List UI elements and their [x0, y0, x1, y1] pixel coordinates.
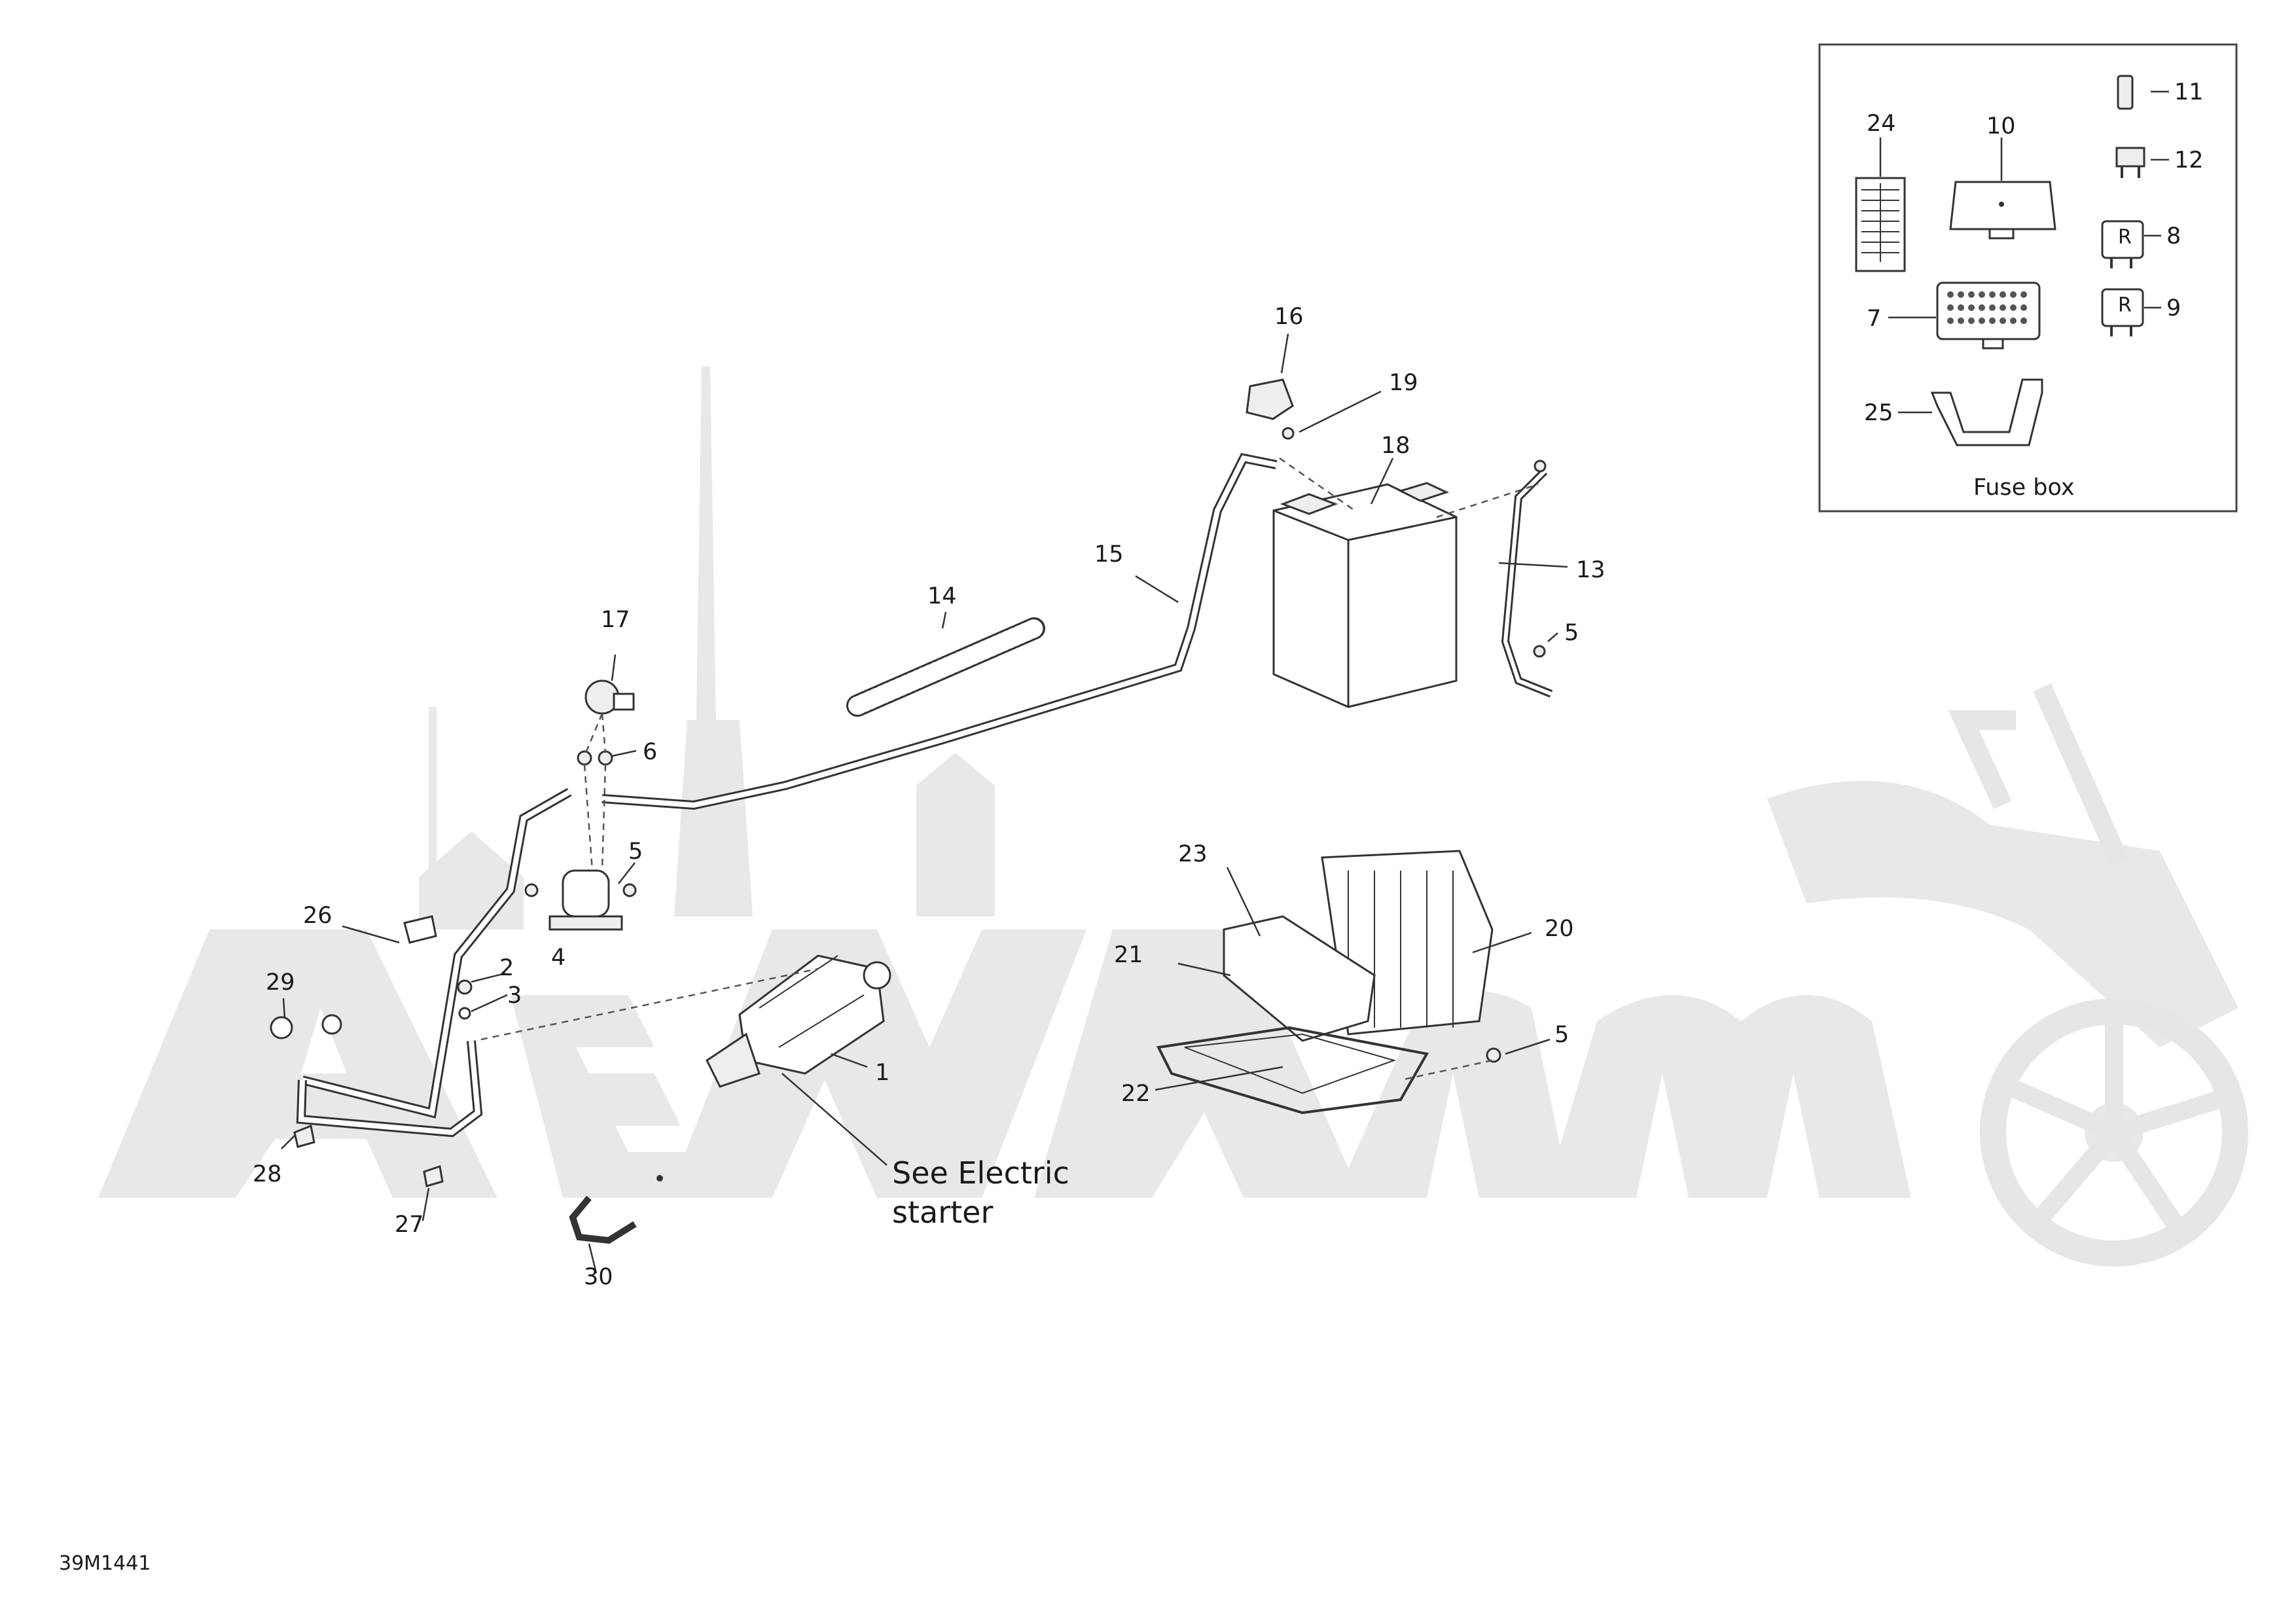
fasteners [457, 427, 1547, 1182]
watermark [98, 367, 2248, 1267]
callout-26: 26 [303, 903, 332, 929]
callout-10: 10 [1986, 113, 2016, 139]
fuse-box-title: Fuse box [1973, 475, 2075, 501]
callout-1: 1 [875, 1060, 889, 1086]
callout-14: 14 [927, 583, 957, 609]
callout-24: 24 [1867, 111, 1896, 137]
callout-6: 6 [643, 739, 657, 765]
fuse-label-sheet-24 [1855, 177, 1906, 272]
diagram-code: 39M1441 [59, 1552, 151, 1575]
callout-20: 20 [1545, 916, 1574, 942]
callout-3: 3 [507, 983, 522, 1009]
callout-29: 29 [266, 969, 295, 996]
callout-28: 28 [253, 1161, 282, 1187]
callout-13: 13 [1576, 557, 1605, 583]
callout-30: 30 [584, 1264, 613, 1290]
battery-18 [1272, 482, 1458, 708]
callout-23: 23 [1178, 841, 1208, 867]
conduit-14 [846, 617, 1045, 717]
callout-5-solenoid: 5 [628, 839, 643, 865]
relay-9: R [2101, 288, 2144, 336]
callout-5-battery: 5 [1564, 620, 1579, 646]
callout-7: 7 [1867, 306, 1881, 332]
callout-9: 9 [2166, 295, 2181, 321]
callout-16: 16 [1274, 304, 1304, 330]
callout-4: 4 [551, 945, 565, 971]
clamps-and-grommets [270, 915, 444, 1187]
callout-27: 27 [395, 1212, 424, 1238]
starter-motor-1 [706, 954, 891, 1088]
callout-21: 21 [1114, 942, 1143, 968]
note-line-2: starter [892, 1195, 993, 1230]
callout-19: 19 [1389, 370, 1418, 396]
callout-2: 2 [499, 955, 514, 981]
fuse-box-cover-10 [1949, 181, 2056, 240]
callout-18: 18 [1381, 433, 1410, 459]
relay-label: R [2118, 226, 2132, 249]
callout-12: 12 [2174, 147, 2204, 173]
callout-5-holder: 5 [1554, 1022, 1569, 1048]
callout-15: 15 [1094, 541, 1124, 568]
terminal-cap-17 [584, 679, 635, 715]
terminal-cap-16 [1246, 378, 1294, 420]
starter-solenoid-4 [548, 869, 623, 931]
fuse-box-inset: R R 24 10 11 12 8 9 7 25 Fuse box [1818, 43, 2238, 513]
callout-11: 11 [2174, 79, 2204, 105]
battery-holder-assembly [1156, 850, 1494, 1115]
callout-25: 25 [1864, 400, 1893, 426]
callout-8: 8 [2166, 223, 2181, 249]
relay-8: R [2101, 220, 2144, 268]
callout-22: 22 [1121, 1081, 1151, 1107]
callout-17: 17 [601, 607, 630, 633]
note-line-1: See Electric [892, 1155, 1069, 1191]
fuse-box-bracket-25 [1930, 378, 2043, 446]
mini-fuse-12 [2115, 147, 2145, 178]
relay-label: R [2118, 294, 2132, 317]
fuse-11 [2117, 75, 2134, 110]
fuse-box-7 [1936, 281, 2041, 350]
